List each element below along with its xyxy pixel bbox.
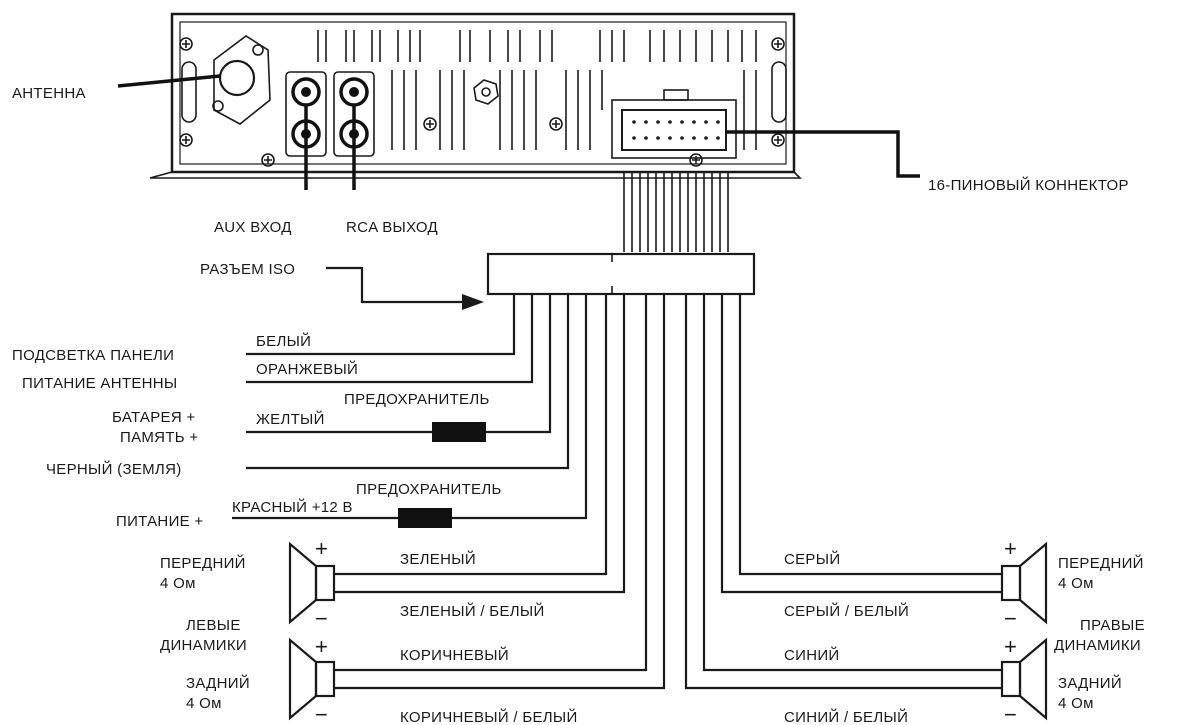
- white-wire-label: БЕЛЫЙ: [256, 332, 311, 350]
- yellow-wire-label: ЖЕЛТЫЙ: [256, 410, 325, 428]
- polarity-plus: +: [315, 634, 328, 659]
- screw-icon: [771, 37, 785, 51]
- polarity-plus: +: [1004, 536, 1017, 561]
- aux-input-label: AUX ВХОД: [214, 219, 292, 236]
- red-wire-label: КРАСНЫЙ +12 В: [232, 498, 353, 516]
- right-group-label: ПРАВЫЕ: [1080, 617, 1145, 634]
- polarity-minus: −: [315, 702, 328, 725]
- power-wire-lines: [232, 294, 588, 520]
- antenna-socket: [212, 35, 271, 125]
- rca-output-label: RCA ВЫХОД: [346, 219, 438, 236]
- fuse-icon: [398, 508, 452, 528]
- polarity-plus: +: [1004, 634, 1017, 659]
- right-front-label: ПЕРЕДНИЙ: [1058, 554, 1144, 572]
- left-group-label-2: ДИНАМИКИ: [160, 637, 247, 654]
- left-front-ohm: 4 Ом: [160, 575, 196, 592]
- memory-label: ПАМЯТЬ +: [120, 429, 198, 446]
- speaker-icon: [288, 541, 336, 625]
- screw-icon: [771, 133, 785, 147]
- aux-input-jacks: [285, 71, 327, 157]
- screw-icon: [423, 117, 437, 131]
- polarity-minus: −: [1004, 606, 1017, 631]
- left-rear-label: ЗАДНИЙ: [186, 674, 250, 692]
- fuse-icon: [432, 422, 486, 442]
- polarity-minus: −: [1004, 702, 1017, 725]
- antenna-pointer: [117, 74, 221, 88]
- blue-white-wire-label: СИНИЙ / БЕЛЫЙ: [784, 708, 908, 725]
- polarity-plus: +: [315, 536, 328, 561]
- gray-wire-label: СЕРЫЙ: [784, 550, 840, 568]
- harness-wires: [623, 172, 729, 252]
- power-label: ПИТАНИЕ +: [116, 513, 203, 530]
- right-rear-ohm: 4 Ом: [1058, 695, 1094, 712]
- connector-label: 16-ПИНОВЫЙ КОННЕКТОР: [928, 176, 1129, 194]
- orange-wire-label: ОРАНЖЕВЫЙ: [256, 360, 358, 378]
- left-front-label: ПЕРЕДНИЙ: [160, 554, 246, 572]
- green-wire-label: ЗЕЛЕНЫЙ: [400, 550, 476, 568]
- right-group-label-2: ДИНАМИКИ: [1054, 637, 1141, 654]
- panel-light-label: ПОДСВЕТКА ПАНЕЛИ: [12, 347, 174, 364]
- iso-label: РАЗЪЕМ ISO: [200, 261, 295, 278]
- antenna-power-label: ПИТАНИЕ АНТЕННЫ: [22, 375, 177, 392]
- speaker-icon: [1000, 541, 1048, 625]
- blue-wire-label: СИНИЙ: [784, 646, 840, 664]
- brown-wire-label: КОРИЧНЕВЫЙ: [400, 646, 509, 664]
- polarity-minus: −: [315, 606, 328, 631]
- 16-pin-connector-socket: [611, 89, 737, 159]
- connector-pointer: [726, 130, 920, 178]
- screw-icon: [261, 153, 275, 167]
- iso-arrow-icon: [326, 266, 484, 310]
- green-white-wire-label: ЗЕЛЕНЫЙ / БЕЛЫЙ: [400, 602, 545, 620]
- screw-icon: [689, 153, 703, 167]
- gray-white-wire-label: СЕРЫЙ / БЕЛЫЙ: [784, 602, 909, 620]
- brown-white-wire-label: КОРИЧНЕВЫЙ / БЕЛЫЙ: [400, 708, 578, 725]
- screw-icon: [549, 117, 563, 131]
- antenna-label: АНТЕННА: [12, 85, 86, 102]
- speaker-icon: [1000, 637, 1048, 721]
- right-front-ohm: 4 Ом: [1058, 575, 1094, 592]
- speaker-icon: [288, 637, 336, 721]
- left-rear-ohm: 4 Ом: [186, 695, 222, 712]
- head-unit-rear-panel: [149, 12, 802, 179]
- fuse-label: ПРЕДОХРАНИТЕЛЬ: [356, 481, 502, 498]
- screw-icon: [179, 133, 193, 147]
- speaker-wire-lines: [334, 294, 1002, 690]
- battery-label: БАТАРЕЯ +: [112, 409, 196, 426]
- fuse-label: ПРЕДОХРАНИТЕЛЬ: [344, 391, 490, 408]
- right-rear-label: ЗАДНИЙ: [1058, 674, 1122, 692]
- iso-connector-block: [486, 252, 756, 296]
- left-group-label: ЛЕВЫЕ: [186, 617, 241, 634]
- screw-icon: [179, 37, 193, 51]
- heatsink-fins: [317, 30, 757, 150]
- ground-label: ЧЕРНЫЙ (ЗЕМЛЯ): [46, 460, 182, 478]
